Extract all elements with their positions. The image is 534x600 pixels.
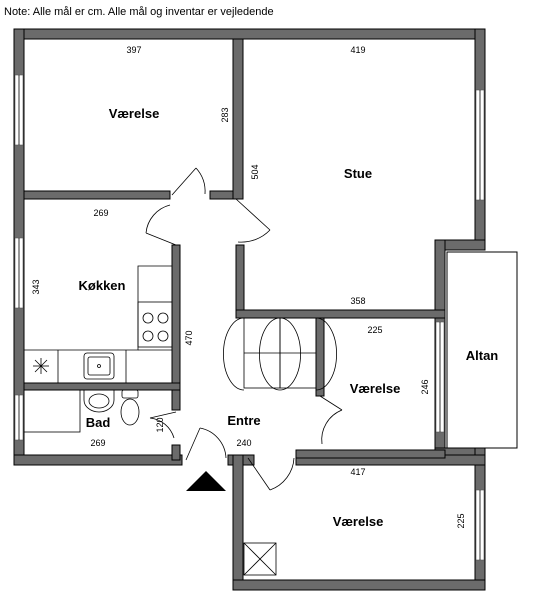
dim-240: 240: [236, 438, 251, 448]
door-swings: [145, 167, 473, 491]
dim-358: 358: [350, 296, 365, 306]
room-label-stue: Stue: [344, 166, 372, 181]
closets: [243, 317, 317, 389]
room-label-vaerelse-bottom: Værelse: [333, 514, 384, 529]
dim-470: 470: [184, 330, 194, 345]
dim-419: 419: [350, 45, 365, 55]
sink-icon: [83, 352, 115, 380]
dim-246: 246: [420, 379, 430, 394]
dim-417: 417: [350, 467, 365, 477]
dim-504: 504: [250, 164, 260, 179]
kitchen-fixtures: [23, 265, 173, 384]
stove-icon: [142, 312, 169, 342]
dim-343: 343: [31, 279, 41, 294]
dim-269-bath: 269: [90, 438, 105, 448]
altan-outline: [446, 251, 518, 449]
plan-note: Note: Alle mål er cm. Alle mål og invent…: [4, 6, 274, 18]
room-label-entre: Entre: [227, 413, 260, 428]
room-label-bad: Bad: [86, 415, 111, 430]
dim-269-kitchen: 269: [93, 208, 108, 218]
dim-283: 283: [220, 107, 230, 122]
dim-225-mid: 225: [367, 325, 382, 335]
chimney-icon: [243, 542, 277, 576]
dim-397: 397: [126, 45, 141, 55]
room-label-vaerelse-top: Værelse: [109, 106, 160, 121]
washbasin-icon: [83, 389, 115, 413]
walls: [13, 28, 486, 591]
dim-225-bottom: 225: [456, 513, 466, 528]
room-label-koekken: Køkken: [79, 278, 126, 293]
room-label-altan: Altan: [466, 348, 499, 363]
dim-120: 120: [155, 417, 165, 432]
star-fan-icon: [33, 358, 49, 374]
bath-fixtures: [23, 389, 140, 433]
entrance-arrow-icon: [186, 471, 226, 491]
room-label-vaerelse-mid: Værelse: [350, 381, 401, 396]
toilet-icon: [120, 389, 140, 426]
windows: [14, 74, 485, 561]
